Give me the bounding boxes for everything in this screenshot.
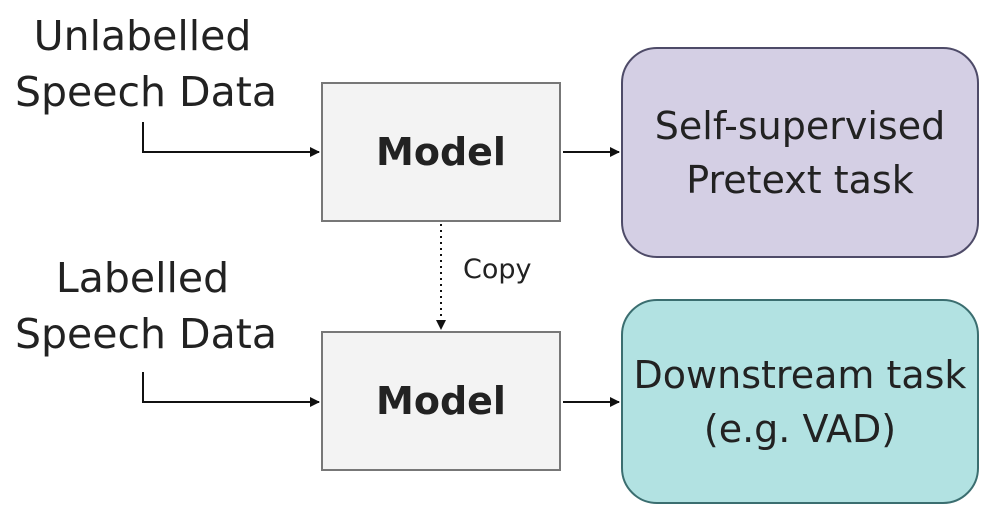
model-box-bottom: Model [321,331,561,471]
model-box-top: Model [321,82,561,222]
unlabelled-line-1: Unlabelled [33,12,252,60]
downstream-task-box: Downstream task (e.g. VAD) [621,299,979,504]
downstream-line-1: Downstream task [633,352,967,397]
labelled-speech-data-label: Labelled Speech Data [15,250,277,362]
unlabelled-line-2: Speech Data [15,68,277,116]
labelled-line-1: Labelled [55,254,230,302]
pretext-line-2: Pretext task [686,157,914,202]
pretext-line-1: Self-supervised [654,103,946,148]
downstream-line-2: (e.g. VAD) [703,406,897,451]
unlabelled-to-model-arrow [142,122,320,157]
model-bottom-label: Model [376,379,506,423]
pretext-task-box: Self-supervised Pretext task [621,47,979,258]
unlabelled-speech-data-label: Unlabelled Speech Data [15,8,277,120]
labelled-to-model-arrow [142,372,320,407]
model-top-label: Model [376,130,506,174]
copy-label: Copy [463,254,532,285]
labelled-line-2: Speech Data [15,310,277,358]
